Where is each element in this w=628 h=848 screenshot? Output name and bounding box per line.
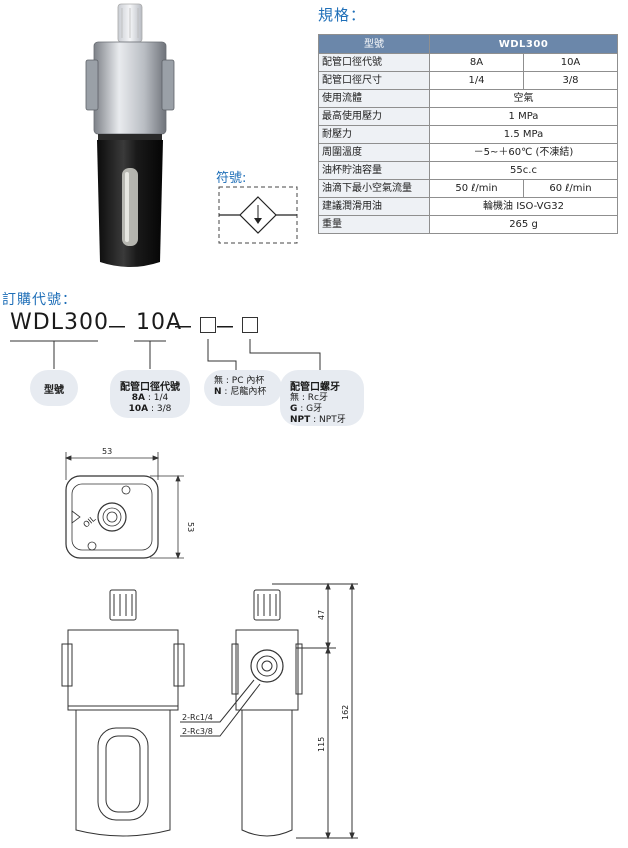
dim-top-height: 53 (186, 522, 195, 532)
spec-row-label: 油杯貯油容量 (318, 161, 430, 180)
spec-table: 型號 WDL300 配管口徑代號 8A 10A 配管口徑尺寸 1/4 3/8 使… (318, 34, 618, 234)
option-key: G (290, 404, 298, 414)
lubricator-symbol-icon (218, 186, 298, 244)
spec-row-value: 8A (429, 53, 524, 72)
option-text: 3/8 (156, 404, 172, 414)
spec-row-value: 50 ℓ/min (429, 179, 524, 198)
dim-total-height: 162 (341, 705, 350, 720)
option-sep: : (297, 404, 307, 414)
option-text: 1/4 (153, 393, 169, 403)
order-option: NPT : NPT牙 (290, 415, 364, 426)
spec-header-value: WDL300 (429, 34, 618, 54)
order-group-title: 配管口徑代號 (120, 382, 180, 393)
spec-row: 周圍溫度 －5~＋60℃ (不凍結) (318, 143, 618, 162)
option-text: 尼龍內杯 (230, 387, 267, 397)
front-view-drawing (61, 589, 185, 837)
model-code: WDL300 (10, 310, 109, 335)
order-group-thread: 配管口螺牙 無 : Rc牙 G : G牙 NPT : NPT牙 (280, 370, 364, 426)
spec-row-label: 使用流體 (318, 89, 430, 108)
side-view-drawing: 2-Rc1/4 2-Rc3/8 47 115 162 (180, 582, 358, 840)
spec-row-value: －5~＋60℃ (不凍結) (429, 143, 618, 162)
spec-row-label: 配管口徑尺寸 (318, 71, 430, 90)
spec-row-value: 輪機油 ISO-VG32 (429, 197, 618, 216)
bowl-option-box (200, 317, 216, 333)
option-key: N (214, 387, 222, 397)
dim-top-width: 53 (102, 447, 112, 456)
option-sep: : (310, 415, 320, 425)
spec-row-value: 空氣 (429, 89, 618, 108)
port-code: 10A (136, 310, 183, 335)
order-option: 10A : 3/8 (110, 404, 190, 415)
spec-row-label: 重量 (318, 215, 430, 234)
code-dash: － (214, 316, 238, 341)
spec-row-value: 60 ℓ/min (523, 179, 618, 198)
port-label-1: 2-Rc1/4 (182, 713, 213, 722)
order-group-bowl: 無 : PC 內杯 N : 尼龍內杯 (204, 370, 282, 406)
option-sep: : (223, 376, 232, 386)
spec-title: 規格： (318, 6, 367, 24)
code-dash: － (172, 316, 196, 341)
option-key: 無 (290, 393, 300, 403)
spec-row: 最高使用壓力 1 MPa (318, 107, 618, 126)
order-group-model: 型號 (30, 370, 78, 406)
order-code-leaders (10, 339, 321, 371)
spec-row-label: 耐壓力 (318, 125, 430, 144)
spec-row-label: 最高使用壓力 (318, 107, 430, 126)
spec-row: 建議潤滑用油 輪機油 ISO-VG32 (318, 197, 618, 216)
product-photo (85, 3, 175, 267)
spec-header-row: 型號 WDL300 (318, 34, 618, 54)
top-view-drawing: 53 53 OIL (64, 447, 195, 560)
order-group-title: 配管口螺牙 (290, 382, 340, 393)
order-option: G : G牙 (290, 404, 364, 415)
option-key: NPT (290, 415, 311, 425)
spec-header-label: 型號 (318, 34, 430, 54)
order-option: N : 尼龍內杯 (214, 387, 282, 398)
spec-row-label: 配管口徑代號 (318, 53, 430, 72)
spec-row: 配管口徑尺寸 1/4 3/8 (318, 71, 618, 90)
dim-lower-height: 115 (317, 737, 326, 752)
order-option: 8A : 1/4 (110, 393, 190, 404)
option-text: G牙 (306, 404, 323, 414)
symbol-label: 符號: (216, 171, 247, 186)
spec-row-value: 3/8 (523, 71, 618, 90)
spec-row: 油滴下最小空氣流量 50 ℓ/min 60 ℓ/min (318, 179, 618, 198)
dim-upper-height: 47 (317, 610, 326, 620)
spec-row: 使用流體 空氣 (318, 89, 618, 108)
oil-mark: OIL (82, 514, 98, 530)
option-sep: : (221, 387, 231, 397)
spec-row-label: 建議潤滑用油 (318, 197, 430, 216)
option-key: 8A (131, 393, 145, 403)
spec-row: 耐壓力 1.5 MPa (318, 125, 618, 144)
option-sep: : (148, 404, 157, 414)
spec-row-label: 周圍溫度 (318, 143, 430, 162)
spec-row-value: 1 MPa (429, 107, 618, 126)
order-title: 訂購代號： (2, 292, 77, 308)
option-text: NPT牙 (319, 415, 346, 425)
option-key: 10A (128, 404, 149, 414)
spec-row: 重量 265 g (318, 215, 618, 234)
spec-row-label: 油滴下最小空氣流量 (318, 179, 430, 198)
order-option: 無 : Rc牙 (290, 393, 364, 404)
spec-row-value: 10A (523, 53, 618, 72)
port-label-2: 2-Rc3/8 (182, 727, 213, 736)
spec-row: 油杯貯油容量 55c.c (318, 161, 618, 180)
thread-option-box (242, 317, 258, 333)
order-option: 無 : PC 內杯 (214, 376, 282, 387)
option-text: Rc牙 (307, 393, 328, 403)
spec-row-value: 1/4 (429, 71, 524, 90)
spec-row-value: 265 g (429, 215, 618, 234)
order-group-title: 型號 (44, 384, 64, 396)
code-dash: － (106, 316, 130, 341)
option-key: 無 (214, 376, 224, 386)
option-sep: : (144, 393, 154, 403)
option-sep: : (299, 393, 308, 403)
spec-row: 配管口徑代號 8A 10A (318, 53, 618, 72)
option-text: PC 內杯 (231, 376, 265, 386)
order-group-port: 配管口徑代號 8A : 1/4 10A : 3/8 (110, 370, 190, 418)
spec-row-value: 1.5 MPa (429, 125, 618, 144)
spec-row-value: 55c.c (429, 161, 618, 180)
